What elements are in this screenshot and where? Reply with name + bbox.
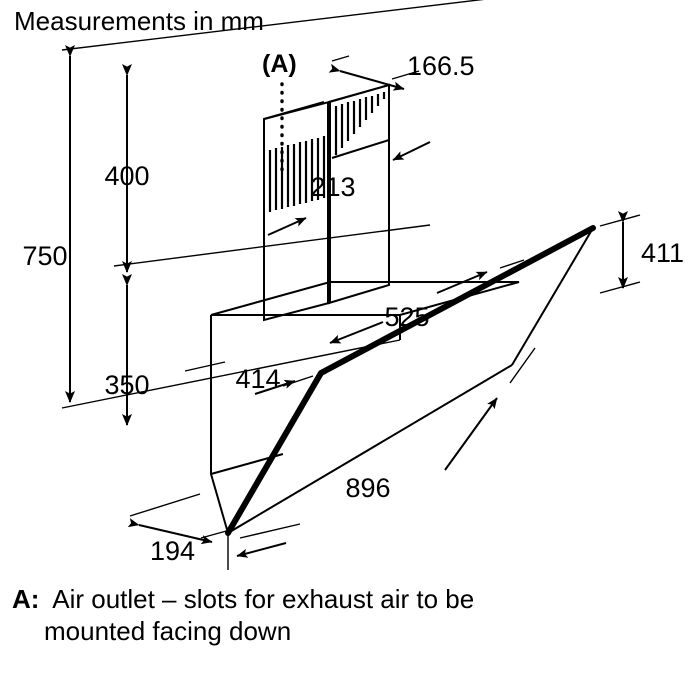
dimension-166-5-ext-left — [331, 55, 350, 62]
dimension-194-label: 194 — [150, 536, 195, 566]
dimension-414-ext-right — [282, 375, 314, 387]
hood-body — [210, 281, 520, 534]
dimension-166-5-ext-right — [391, 70, 420, 80]
dimension-750-label: 750 — [22, 241, 67, 271]
dimension-411: 411 — [599, 211, 684, 294]
glass-panel — [225, 225, 596, 536]
vent-slots-side — [334, 92, 386, 155]
dimension-350-label: 350 — [104, 370, 149, 400]
dimension-213-label: 213 — [310, 172, 355, 202]
glass-top-edge — [225, 225, 596, 536]
dimension-166-5: 166.5 — [328, 51, 475, 91]
dimension-213-arrow-right — [392, 141, 431, 161]
dimension-896-ext-right — [509, 347, 536, 384]
dimension-194-ext-left — [129, 493, 201, 517]
dimension-414: 414 — [184, 361, 314, 395]
dimension-414-ext-left — [184, 361, 226, 372]
dimension-213-arrow-left — [267, 217, 307, 236]
dimension-414-label: 414 — [235, 364, 280, 394]
dimension-350: 350 — [104, 274, 150, 426]
dimension-896-label: 896 — [345, 473, 390, 503]
dimension-166-5-label: 166.5 — [407, 51, 475, 81]
dimension-411-label: 411 — [641, 238, 684, 268]
dimension-896: 896 — [236, 347, 536, 558]
dimension-525: 525 — [329, 259, 525, 344]
vent-slots-front — [268, 136, 326, 212]
dimension-525-arrow-left — [329, 321, 384, 344]
dimension-525-ext — [499, 259, 525, 269]
callout-a: (A) — [262, 50, 297, 172]
body-left-face — [210, 315, 229, 534]
dimension-400-label: 400 — [104, 161, 149, 191]
dimension-194: 194 — [127, 493, 231, 570]
glass-right-edge — [511, 227, 594, 366]
caption-line-1: A: Air outlet – slots for exhaust air to… — [12, 584, 474, 614]
glass-bottom-edge — [227, 364, 513, 534]
dimension-414-arrow — [254, 379, 296, 395]
dimension-896-arrow-lower — [236, 542, 287, 558]
chimney-front-panel — [263, 100, 330, 322]
chimney — [263, 83, 390, 322]
page-title: Measurements in mm — [14, 6, 264, 36]
chimney-inner-diagonal — [331, 139, 390, 159]
dimension-750-ext-top — [61, 0, 485, 51]
figure-caption: A: Air outlet – slots for exhaust air to… — [12, 584, 474, 646]
dimension-194-line — [127, 518, 213, 545]
dimension-896-arrow-upper — [444, 397, 498, 471]
dimension-750: 750 — [22, 0, 485, 409]
callout-a-marker: (A) — [262, 50, 297, 78]
dimension-411-ext-bottom — [599, 281, 641, 294]
body-top-face — [210, 281, 520, 316]
dimension-194-ext-right — [200, 529, 231, 539]
dimension-400: 400 — [104, 64, 431, 273]
dimension-525-arrow-right — [436, 271, 488, 294]
dimension-213: 213 — [267, 141, 431, 236]
caption-line-2: mounted facing down — [44, 616, 291, 646]
chimney-back-top-edge — [263, 101, 325, 120]
dimension-166-5-line — [328, 63, 405, 91]
dimension-750-ext-bottom — [61, 339, 401, 409]
dimension-400-ext — [113, 224, 431, 267]
dimension-525-label: 525 — [384, 302, 429, 332]
dimension-896-ext-left — [239, 523, 301, 539]
dimension-411-ext-top — [599, 214, 641, 227]
